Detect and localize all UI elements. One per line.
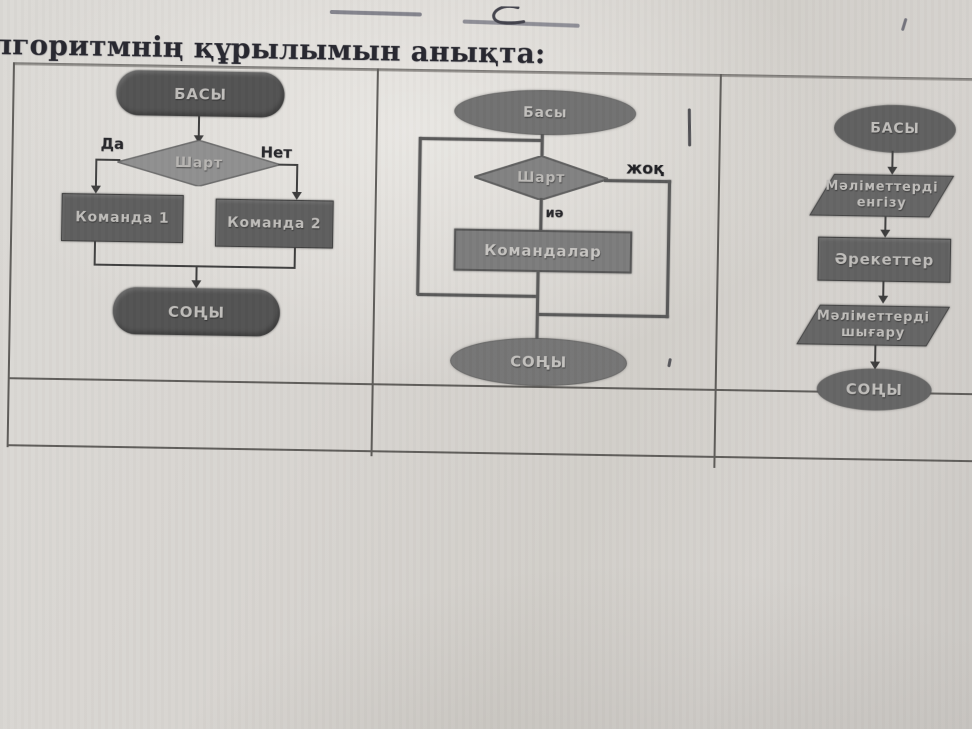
connector-line	[293, 247, 296, 269]
arrow-down-icon	[191, 280, 202, 289]
flowchart-branching: БАСЫ Шарт Да Нет Команда 1	[0, 0, 972, 337]
terminator-start-label: БАСЫ	[173, 84, 228, 104]
io-output-line1: Мәліметтерді	[816, 308, 930, 326]
terminator-end-label: СОҢЫ	[510, 352, 568, 372]
loop-return-line	[419, 136, 543, 143]
branch-no-label: Нет	[260, 143, 293, 162]
arrow-down-icon	[869, 361, 881, 370]
io-output-text: Мәліметтерді шығару	[809, 305, 938, 345]
terminator-start: БАСЫ	[116, 69, 285, 118]
terminator-end: СОҢЫ	[450, 337, 627, 387]
connector-line	[93, 241, 97, 266]
diamond-shape	[116, 139, 281, 188]
process-label: Команда 1	[75, 209, 170, 227]
loop-return-line	[417, 292, 539, 298]
flowchart-linear: БАСЫ Мәліметтерді енгізу Әрекеттер	[0, 0, 972, 411]
arrow-down-icon	[878, 295, 889, 304]
process-label: Әрекеттер	[834, 249, 935, 270]
connector-line	[96, 158, 121, 162]
decision-diamond: Шарт	[116, 139, 281, 188]
flowchart-loop: Басы Шарт жоқ иә Командалар	[0, 0, 972, 387]
pen-mark-apostrophe	[667, 357, 672, 368]
process-box-actions: Әрекеттер	[817, 236, 952, 283]
branch-no-label: жоқ	[626, 158, 665, 179]
pen-mark-underline-1	[329, 9, 422, 17]
io-output-line2: шығару	[840, 324, 906, 342]
terminator-start-label: Басы	[522, 104, 568, 121]
connector-line	[535, 270, 540, 340]
arrow-down-icon	[90, 185, 101, 194]
arrow-down-icon	[880, 229, 891, 238]
pen-mark-tick	[900, 17, 908, 32]
process-box-commands: Командалар	[453, 228, 633, 274]
process-box-command2: Команда 2	[214, 198, 334, 249]
connector-line	[94, 158, 98, 189]
exit-branch-line	[536, 312, 669, 319]
branch-yes-label: иә	[545, 206, 564, 222]
io-parallelogram-output: Мәліметтерді шығару	[796, 304, 951, 347]
decision-label: Шарт	[174, 154, 223, 172]
exit-branch-line	[665, 180, 672, 319]
decision-diamond: Шарт	[473, 154, 609, 202]
pen-mark-hook	[492, 6, 526, 25]
branch-yes-label: Да	[100, 134, 125, 154]
process-label: Команда 2	[227, 214, 322, 233]
connector-line	[295, 163, 299, 195]
connector-line	[539, 197, 543, 232]
terminator-end: СОҢЫ	[112, 286, 281, 337]
exit-branch-line	[604, 179, 672, 184]
arrow-down-icon	[887, 166, 898, 175]
process-box-command1: Команда 1	[61, 193, 184, 244]
terminator-end-label: СОҢЫ	[167, 302, 225, 322]
pen-mark-vertical	[687, 108, 691, 147]
io-input-line2: енгізу	[856, 195, 907, 212]
terminator-start: БАСЫ	[834, 104, 956, 153]
connector-line	[540, 131, 544, 159]
process-label: Командалар	[484, 241, 602, 262]
arrow-down-icon	[291, 191, 302, 201]
terminator-start-label: БАСЫ	[870, 120, 920, 138]
loop-return-line	[416, 136, 422, 295]
terminator-start: Басы	[454, 89, 636, 136]
io-input-line1: Мәліметтерді	[825, 178, 939, 196]
io-parallelogram-input: Мәліметтерді енгізу	[809, 173, 955, 218]
decision-label: Шарт	[516, 169, 566, 187]
io-input-text: Мәліметтерді енгізу	[822, 175, 941, 217]
